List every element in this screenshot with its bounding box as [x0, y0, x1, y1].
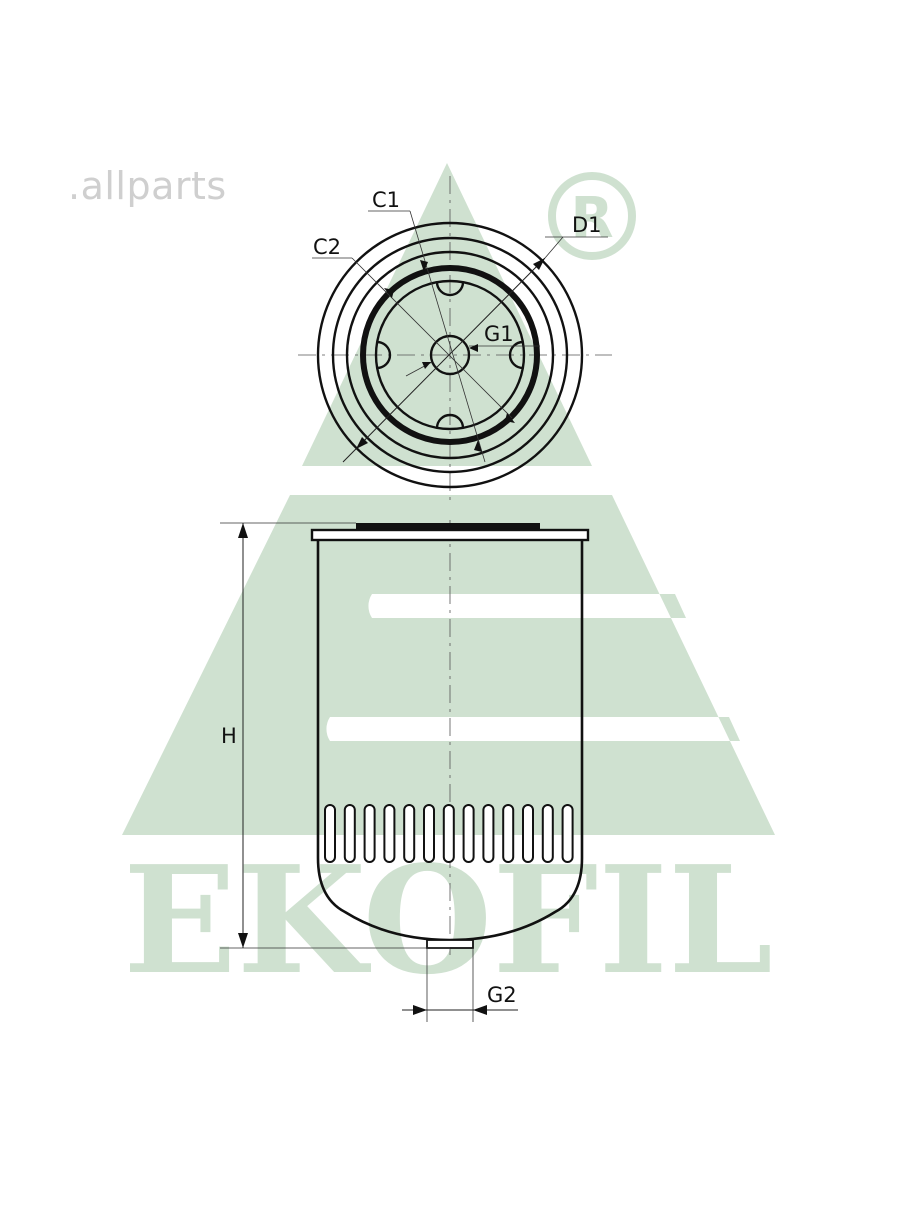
notch-right: [508, 340, 524, 370]
side-slot: [423, 804, 435, 863]
g1-arrow-2: [422, 362, 431, 369]
side-slot: [383, 804, 396, 863]
side-slot: [541, 804, 554, 863]
ring-3: [345, 250, 555, 460]
allparts-watermark: .allparts: [68, 164, 227, 208]
label-g1: G1: [484, 322, 514, 346]
g1-arrow: [469, 344, 478, 352]
inner-ring: [374, 279, 526, 431]
side-slots: [324, 804, 574, 863]
h-arrow-bottom: [238, 933, 248, 948]
side-slot: [343, 804, 356, 863]
notch-bottom: [435, 413, 465, 429]
side-slot: [442, 804, 455, 863]
d1-arrow-top: [533, 258, 545, 270]
side-slot: [522, 804, 534, 863]
c2-arrow: [384, 288, 394, 298]
logo-lower-shape: [122, 495, 775, 835]
d1-arrow-bottom: [356, 437, 368, 449]
label-c1: C1: [372, 188, 400, 212]
side-flange: [310, 528, 590, 542]
label-h: H: [221, 724, 237, 748]
thread-hole: [429, 334, 471, 376]
outer-ring: [316, 221, 584, 489]
label-c2: C2: [313, 235, 341, 259]
side-drain: [426, 939, 474, 949]
c2-leader-slope: [351, 257, 513, 419]
g2-arrow-right: [473, 1005, 487, 1015]
registered-mark-icon: R: [548, 172, 636, 260]
notch-top: [435, 281, 465, 297]
c1-arrow: [420, 260, 428, 272]
side-slot: [482, 804, 495, 863]
side-slot: [403, 804, 416, 863]
side-view: H G2: [220, 520, 590, 1022]
ring-2: [331, 236, 569, 474]
logo-top-triangle: [302, 163, 592, 466]
c1-arrow-2: [474, 440, 482, 452]
side-slot: [502, 804, 515, 863]
d1-dimension-line: [342, 257, 546, 463]
top-view: C1 C2 D1 G1: [298, 176, 612, 505]
g2-arrow-left: [413, 1005, 427, 1015]
side-gasket: [356, 523, 540, 530]
c1-leader-slope: [409, 210, 486, 463]
side-slot: [561, 804, 574, 863]
gasket-ring: [360, 265, 540, 445]
ekofil-logo: R EKOFIL: [122, 163, 775, 1007]
side-slot: [462, 804, 475, 863]
side-slot: [363, 804, 376, 863]
notch-left: [376, 340, 392, 370]
label-d1: D1: [572, 213, 602, 237]
svg-text:R: R: [570, 186, 613, 251]
c2-arrow-2: [505, 413, 515, 423]
h-arrow-top: [238, 523, 248, 538]
side-slot: [324, 804, 336, 863]
label-g2: G2: [487, 983, 517, 1007]
d1-leader-slope: [544, 236, 564, 259]
